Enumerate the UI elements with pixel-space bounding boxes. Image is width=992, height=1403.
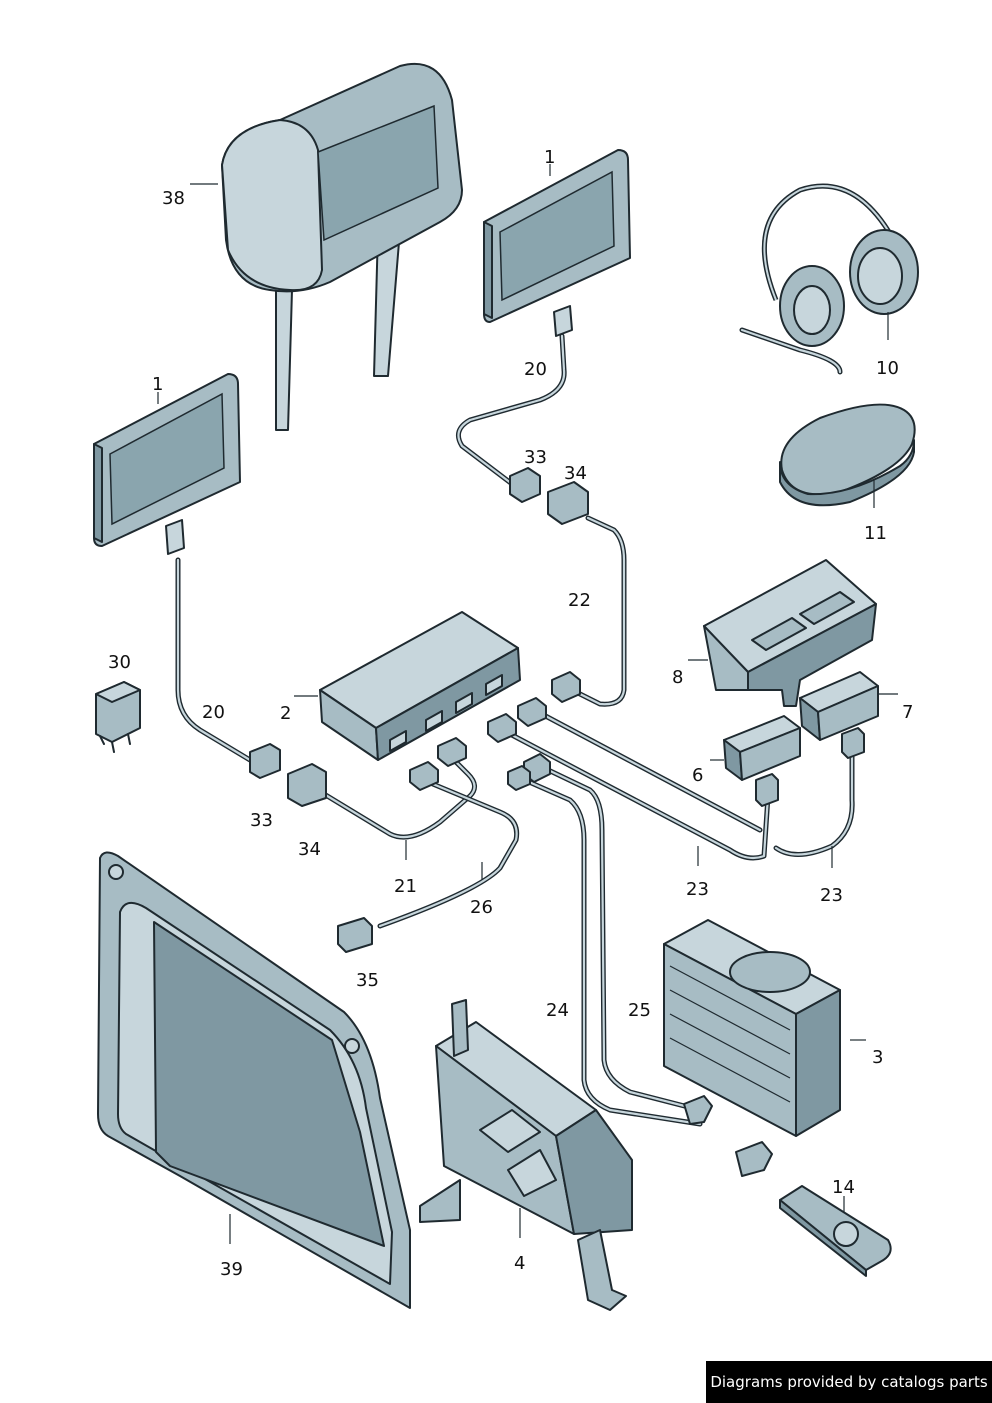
headphone-case-part	[779, 403, 916, 507]
callout-1-left: 1	[152, 374, 163, 395]
callout-26: 26	[470, 897, 493, 918]
dvd-changer-part	[663, 919, 841, 1137]
callout-14: 14	[832, 1177, 855, 1198]
callout-23-a: 23	[686, 879, 709, 900]
callout-21: 21	[394, 876, 417, 897]
callout-38: 38	[162, 188, 185, 209]
headrest-monitor-part	[221, 62, 463, 431]
switch-bracket-part	[703, 559, 877, 707]
leader-lines	[157, 164, 898, 1244]
callout-labels: 38 1 1 10 11 20 33 34 22 30 2 20 8 7 6 3…	[108, 147, 913, 1280]
callout-8: 8	[672, 667, 683, 688]
remote-control-part	[779, 1185, 892, 1277]
callout-30: 30	[108, 652, 131, 673]
callout-10: 10	[876, 358, 899, 379]
callout-7: 7	[902, 702, 913, 723]
callout-1-upper: 1	[544, 147, 555, 168]
callout-24: 24	[546, 1000, 569, 1021]
monitor-left-part	[93, 373, 241, 555]
cable-harnesses	[175, 333, 855, 1127]
connectors	[249, 467, 865, 1177]
callout-2: 2	[280, 703, 291, 724]
callout-20-upper: 20	[524, 359, 547, 380]
switch-unit-6-part	[723, 715, 801, 781]
headphones-part	[739, 183, 919, 375]
callout-11: 11	[864, 523, 887, 544]
watermark-banner: Diagrams provided by catalogs parts	[706, 1361, 992, 1403]
mounting-bracket-part	[419, 999, 633, 1311]
callout-25: 25	[628, 1000, 651, 1021]
callout-33-upper: 33	[524, 447, 547, 468]
callout-39: 39	[220, 1259, 243, 1280]
callout-4: 4	[514, 1253, 525, 1274]
callout-6: 6	[692, 765, 703, 786]
callout-23-b: 23	[820, 885, 843, 906]
callout-33-lower: 33	[250, 810, 273, 831]
switch-unit-7-part	[799, 671, 879, 741]
callout-20-lower: 20	[202, 702, 225, 723]
control-module-part	[319, 611, 521, 761]
callout-34-upper: 34	[564, 463, 587, 484]
callout-3: 3	[872, 1047, 883, 1068]
callout-34-lower: 34	[298, 839, 321, 860]
callout-22: 22	[568, 590, 591, 611]
monitor-upper-part	[483, 149, 631, 337]
callout-35: 35	[356, 970, 379, 991]
trim-panel-part	[97, 851, 411, 1309]
relay-part	[95, 681, 141, 753]
